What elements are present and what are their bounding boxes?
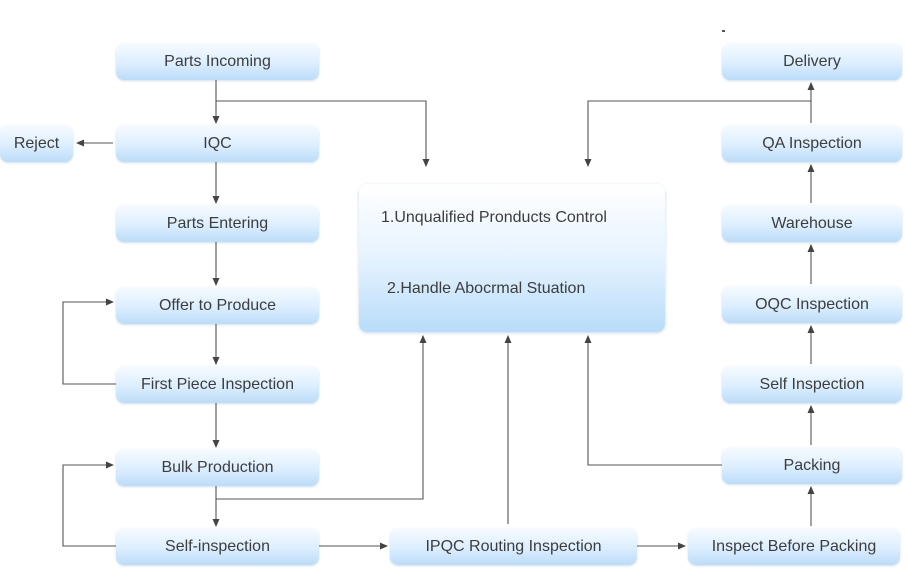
stray-mark: [722, 30, 725, 32]
arrow-packing-to-control: [584, 335, 722, 466]
arrow-bulk-to-control: [216, 335, 427, 500]
inspect-before-packing-node: Inspect Before Packing: [688, 528, 900, 565]
parts-entering-node: Parts Entering: [116, 205, 319, 242]
warehouse-node: Warehouse: [722, 205, 902, 242]
first-piece-inspection-node: First Piece Inspection: [116, 366, 319, 403]
arrow-parts-incoming-to-control: [216, 100, 430, 167]
oqc-inspection-node: OQC Inspection: [722, 286, 902, 323]
packing-node: Packing: [722, 447, 902, 484]
offer-to-produce-node: Offer to Produce: [116, 287, 319, 324]
bulk-production-node: Bulk Production: [116, 449, 319, 486]
control-center-box: 1.Unqualified Pronducts Control 2.Handle…: [359, 184, 665, 332]
arrow-self-inspection-loop: [62, 461, 116, 547]
parts-incoming-node: Parts Incoming: [116, 43, 319, 80]
self-inspection-left-node: Self-inspection: [116, 528, 319, 565]
control-line-2: 2.Handle Abocrmal Stuation: [387, 280, 586, 297]
self-inspection-right-node: Self Inspection: [722, 366, 902, 403]
ipqc-routing-inspection-node: IPQC Routing Inspection: [390, 528, 637, 565]
qa-inspection-node: QA Inspection: [722, 125, 902, 162]
reject-node: Reject: [0, 125, 73, 162]
arrow-delivery-to-control: [584, 100, 811, 167]
arrow-first-piece-loop: [62, 298, 116, 385]
delivery-node: Delivery: [722, 43, 902, 80]
control-line-1: 1.Unqualified Pronducts Control: [381, 209, 607, 226]
iqc-node: IQC: [116, 125, 319, 162]
